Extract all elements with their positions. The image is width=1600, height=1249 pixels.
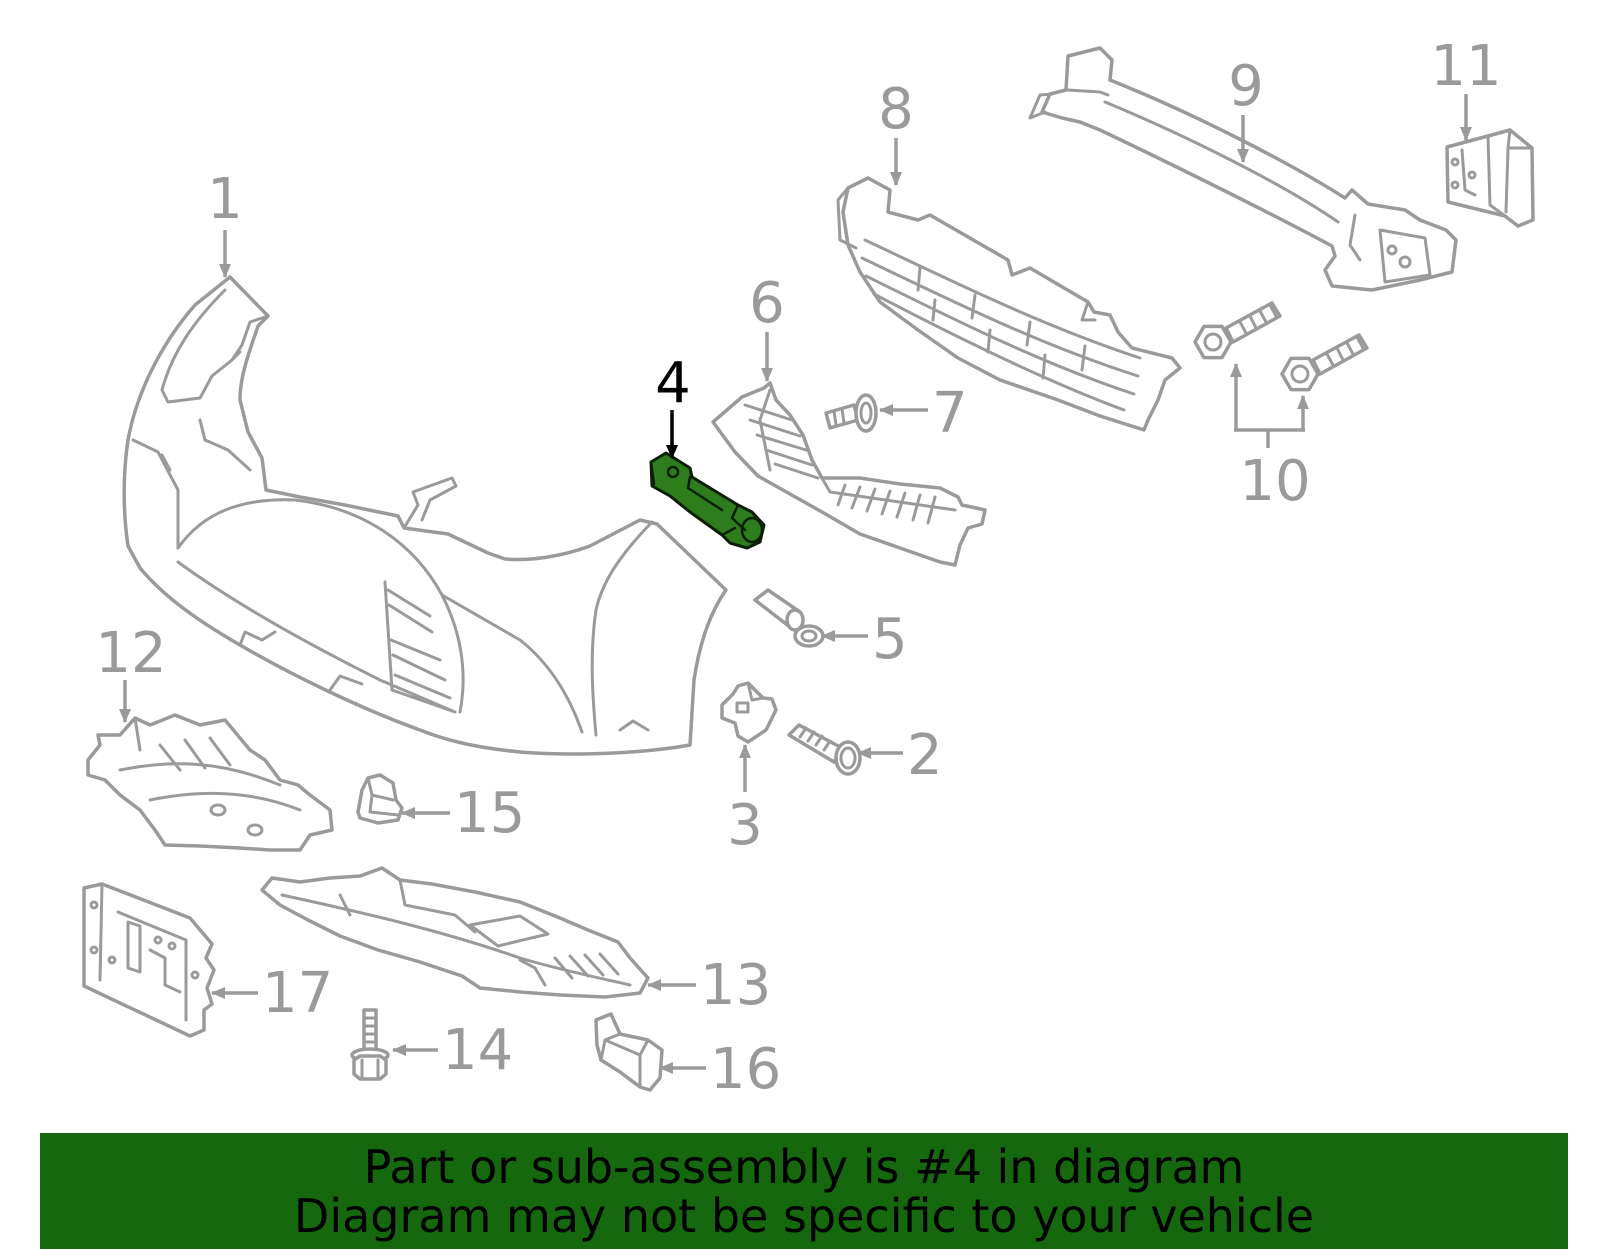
part-16-drawing: [594, 1012, 664, 1092]
part-5-head-inner: [800, 629, 818, 643]
part-10-bolt-b-threads: [1325, 335, 1365, 367]
banner-line-2: Diagram may not be specific to your vehi…: [293, 1189, 1315, 1243]
callout-arrows: [119, 94, 1472, 1074]
callout-labels: 1 2 3 4 5 6 7 8 9 10 11 12 13 14 15 16 1…: [95, 34, 1501, 1102]
part-11-drawing: [1445, 128, 1535, 228]
part-11-hole: [1467, 170, 1477, 180]
part-7-head-inner: [859, 401, 873, 425]
part-12-hole: [209, 803, 227, 817]
part-5-head: [793, 624, 825, 648]
callout-label-2: 2: [907, 723, 943, 788]
part-13-details: [280, 878, 632, 987]
part-9-hole: [1386, 244, 1398, 256]
part-16-details: [599, 1032, 650, 1089]
part-17-drawing: [82, 882, 216, 1038]
part-14-threads: [362, 1016, 378, 1044]
part-17-hole: [89, 900, 99, 910]
part-10-bolt-b-head-inner: [1290, 364, 1310, 384]
part-16-outline: [594, 1012, 664, 1092]
part-8-outline: [841, 176, 1182, 432]
part-5-collar: [785, 608, 805, 632]
callout-label-8: 8: [878, 77, 914, 142]
part-13-outline: [260, 866, 650, 999]
part-14-shaft: [362, 1008, 378, 1054]
part-17-hole: [153, 935, 163, 945]
part-10-bolt-a-threads: [1238, 303, 1278, 335]
callout-label-5: 5: [872, 607, 908, 672]
part-10-drawing: [1193, 301, 1369, 392]
part-9-drawing: [1028, 46, 1458, 292]
part-17-details: [98, 882, 188, 1022]
part-4-drawing-highlighted: [649, 451, 766, 550]
part-17-hole: [167, 941, 177, 951]
part-4-end-cap: [740, 516, 764, 544]
callout-label-9: 9: [1228, 54, 1264, 119]
part-1-outline: [122, 275, 728, 756]
part-14-head-details: [360, 1058, 380, 1079]
part-9-details: [1028, 88, 1432, 284]
part-17-hole: [190, 970, 200, 980]
part-12-outline: [86, 713, 334, 852]
part-12-hole: [246, 823, 264, 837]
callout-label-12: 12: [95, 621, 166, 686]
part-7-drawing: [824, 393, 878, 433]
part-17-outline: [82, 882, 216, 1038]
part-14-drawing: [350, 1008, 390, 1081]
part-3-details: [735, 681, 765, 714]
part-4-details: [649, 460, 747, 537]
part-3-drawing: [720, 681, 778, 744]
callout-label-14: 14: [442, 1018, 513, 1083]
callout-label-11: 11: [1430, 34, 1501, 99]
part-9-hole: [1398, 255, 1412, 269]
callout-label-10: 10: [1239, 449, 1310, 514]
callout-label-16: 16: [710, 1037, 781, 1102]
part-10-bolt-a-head: [1193, 324, 1233, 360]
callout-label-3: 3: [727, 793, 763, 858]
part-7-threads: [832, 407, 846, 427]
part-1-details: [131, 288, 654, 737]
part-12-details: [118, 716, 302, 812]
part-17-hole: [107, 955, 117, 965]
part-10-bolt-a-head-inner: [1203, 332, 1223, 352]
part-2-threads: [798, 726, 832, 752]
callout-label-13: 13: [700, 953, 771, 1018]
part-11-details: [1460, 128, 1534, 218]
part-8-details: [836, 186, 1142, 412]
part-11-hole: [1450, 157, 1460, 167]
part-1-drawing: [122, 275, 728, 756]
part-11-hole: [1450, 180, 1460, 190]
part-5-drawing: [753, 588, 825, 648]
part-2-drawing: [787, 723, 862, 776]
info-banner: Part or sub-assembly is #4 in diagram Di…: [40, 1133, 1568, 1249]
part-15-details: [366, 776, 400, 817]
part-13-drawing: [260, 866, 650, 999]
part-2-head-inner: [839, 746, 857, 770]
part-15-drawing: [356, 773, 404, 825]
part-7-head: [854, 393, 878, 433]
part-12-drawing: [86, 713, 334, 852]
callout-label-1: 1: [207, 167, 243, 232]
part-10-bolt-b-head: [1280, 356, 1320, 392]
part-6-drawing: [711, 381, 987, 567]
part-4-hole: [666, 465, 680, 479]
part-6-details: [743, 388, 957, 525]
callout-label-6: 6: [749, 271, 785, 336]
banner-line-1: Part or sub-assembly is #4 in diagram: [363, 1140, 1245, 1194]
callout-label-7: 7: [932, 381, 968, 446]
part-14-head: [352, 1054, 388, 1081]
callout-label-4: 4: [655, 351, 691, 416]
callout-label-17: 17: [262, 961, 333, 1026]
callout-label-15: 15: [454, 781, 525, 846]
part-17-hole: [89, 945, 99, 955]
part-8-drawing: [836, 176, 1182, 432]
